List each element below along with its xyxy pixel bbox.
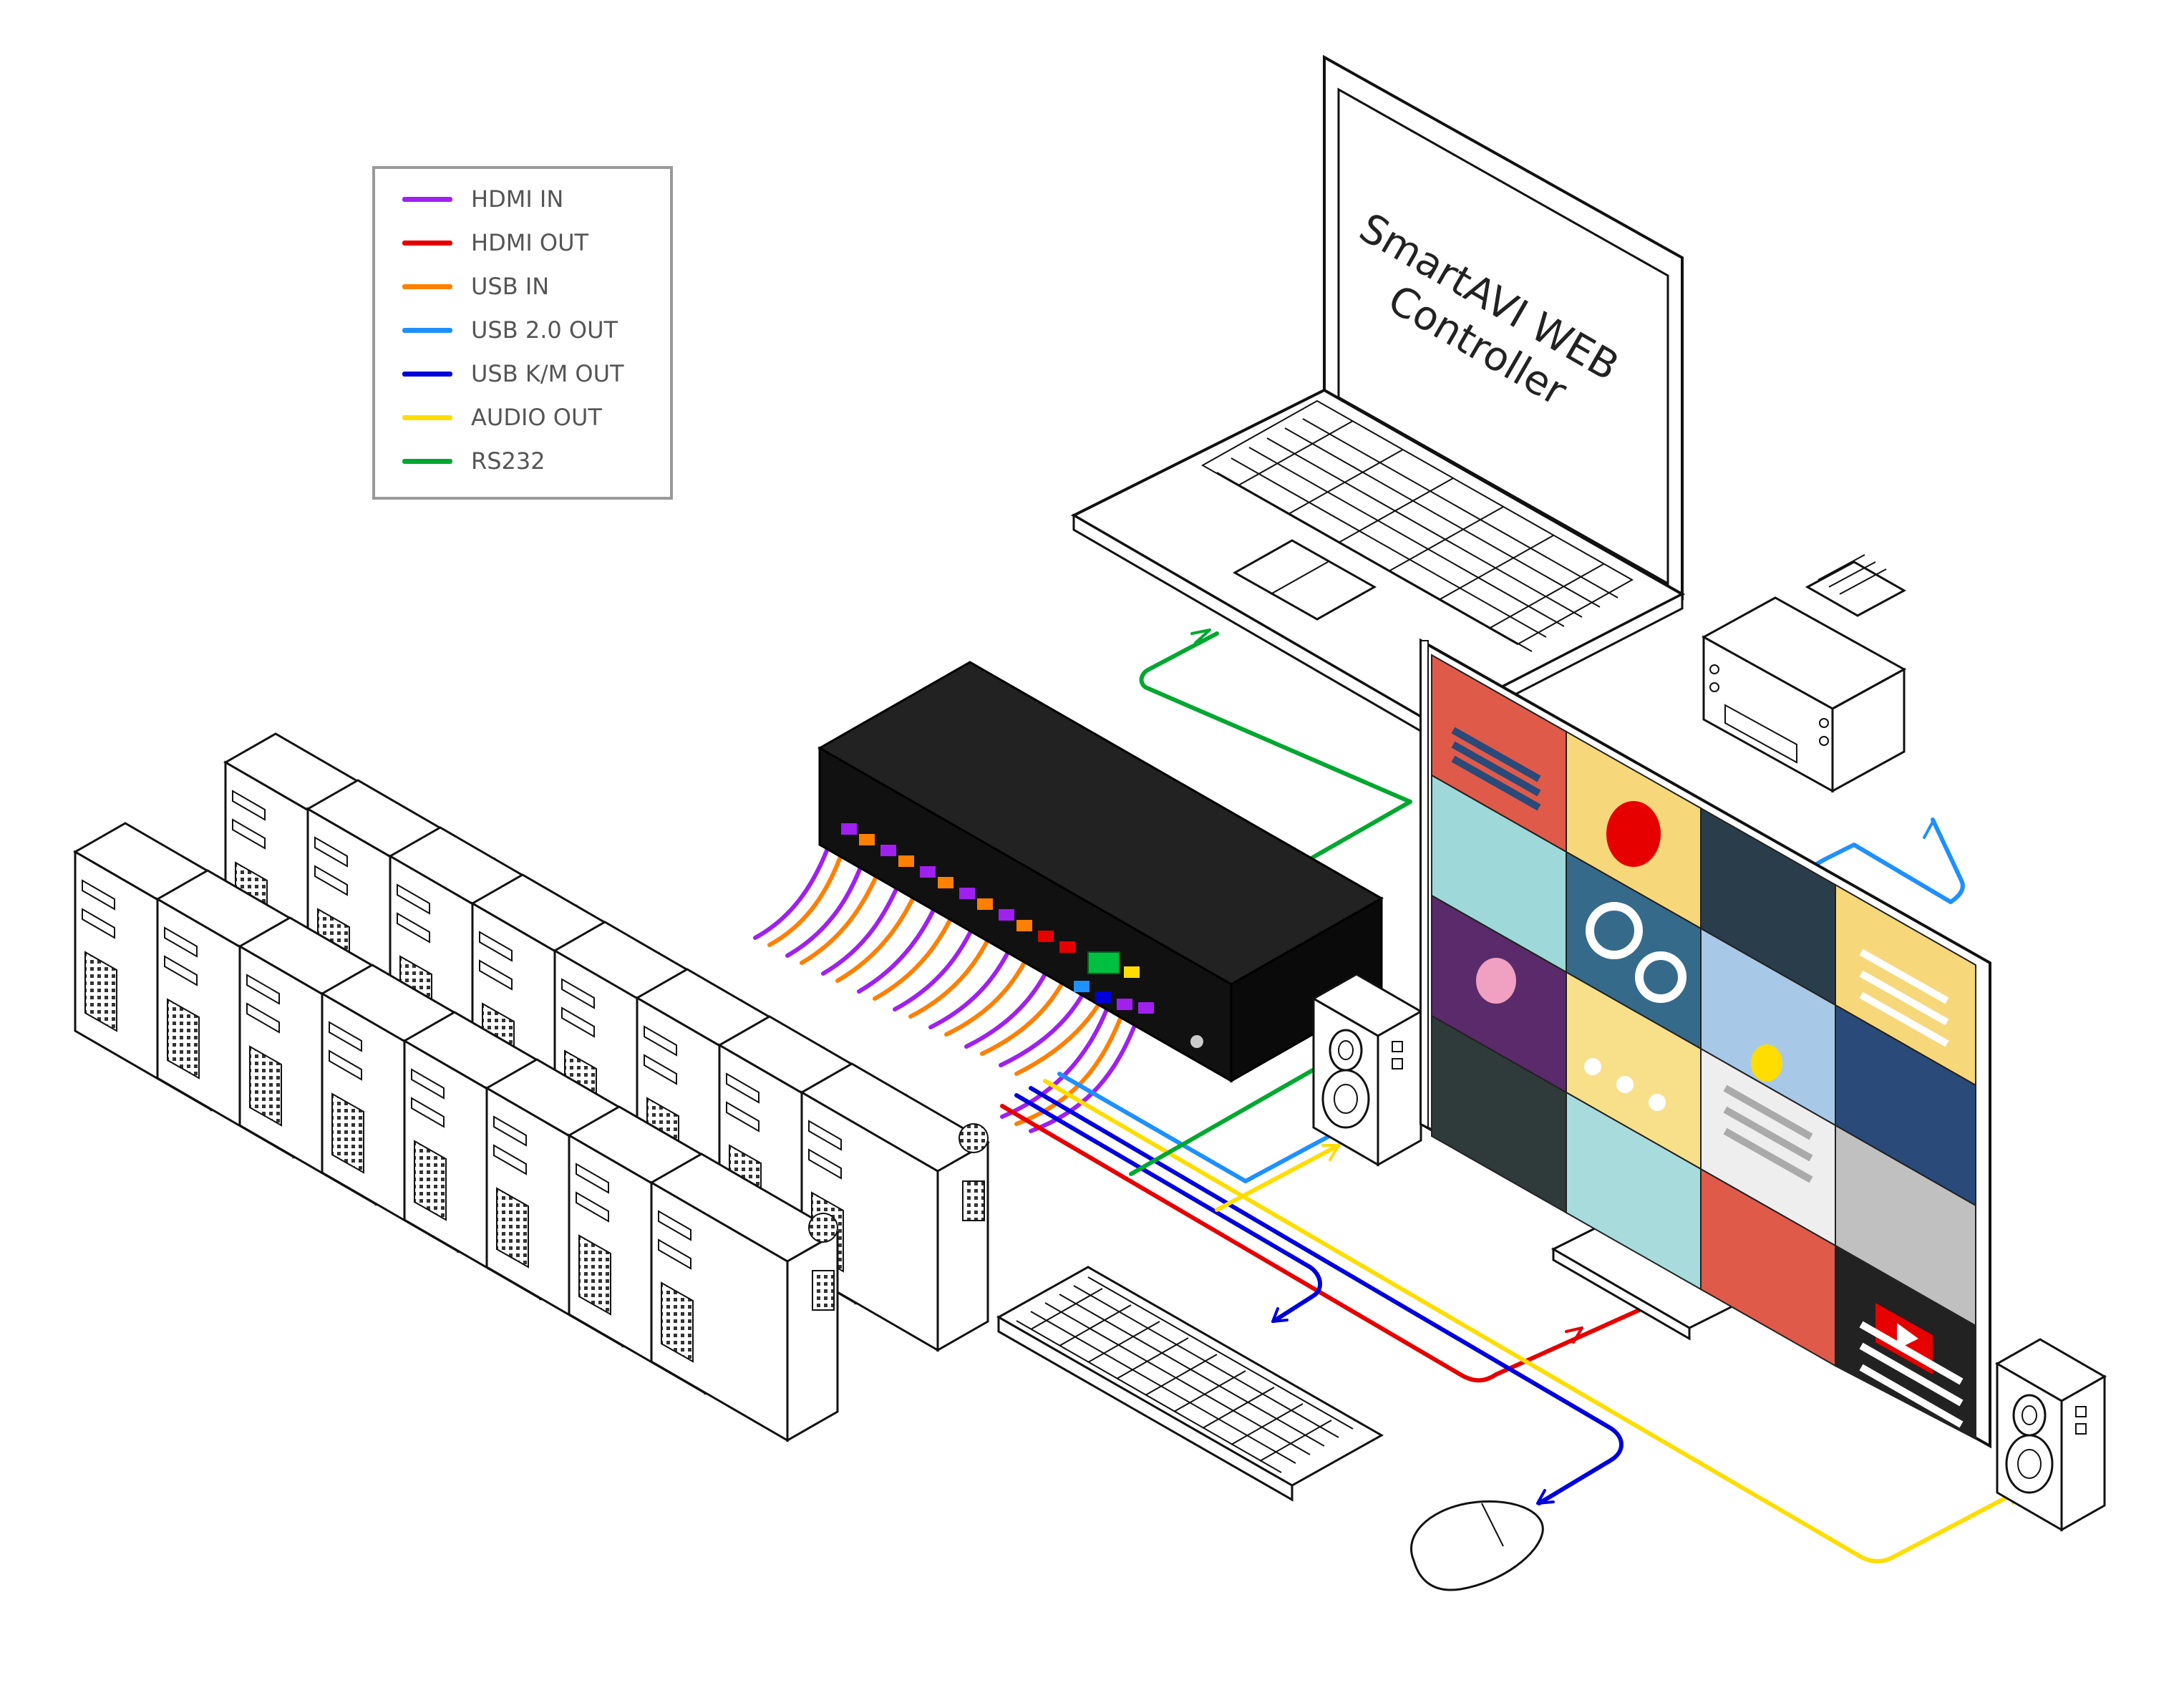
audio-out-cable-right [1043,1079,2032,1563]
monitor-icon [1419,638,1991,1449]
legend-label: USB K/M OUT [471,360,624,387]
legend: HDMI IN HDMI OUT USB IN USB 2.0 OUT USB … [372,166,673,500]
speaker-icon [1996,1338,2106,1531]
legend-swatch [402,414,452,420]
hdmi-out-cable [1000,1104,1641,1383]
legend-label: USB IN [471,273,550,300]
legend-item-usb20-out: USB 2.0 OUT [402,314,618,346]
tower-fan-grille [808,1123,989,1311]
laptop-icon: SmartAVI WEB Controller [1070,54,1686,739]
legend-swatch [402,458,452,464]
audio-out-cable-left [1215,1143,1341,1212]
legend-item-hdmi-out: HDMI OUT [402,227,588,258]
legend-swatch [402,327,452,333]
legend-swatch [402,283,452,289]
legend-item-usb-km-out: USB K/M OUT [402,358,624,389]
switch-ports [841,823,1154,1014]
legend-label: AUDIO OUT [471,404,602,431]
monitor-screen-details [1451,727,1964,1428]
laptop-keyboard [1200,399,1634,652]
legend-label: HDMI IN [471,185,564,213]
legend-swatch [402,196,452,202]
legend-item-audio-out: AUDIO OUT [402,402,602,433]
legend-item-hdmi-in: HDMI IN [402,183,563,215]
speaker-icon [1312,973,1422,1166]
legend-label: USB 2.0 OUT [471,316,618,344]
legend-label: RS232 [471,447,545,475]
kvm-switch-icon [817,661,1384,1083]
printer-icon [1701,554,1907,793]
computer-towers [74,732,989,1442]
laptop-touchpad [1232,539,1377,621]
keyboard-icon [996,1266,1384,1502]
usb-km-mouse-cable [1029,1086,1624,1505]
mouse-icon [1410,1500,1544,1591]
legend-swatch [402,371,452,377]
legend-swatch [402,240,452,246]
usb-km-keyboard-cable [1014,1093,1322,1323]
legend-item-rs232: RS232 [402,445,545,477]
legend-item-usb-in: USB IN [402,271,549,302]
legend-label: HDMI OUT [471,229,589,256]
